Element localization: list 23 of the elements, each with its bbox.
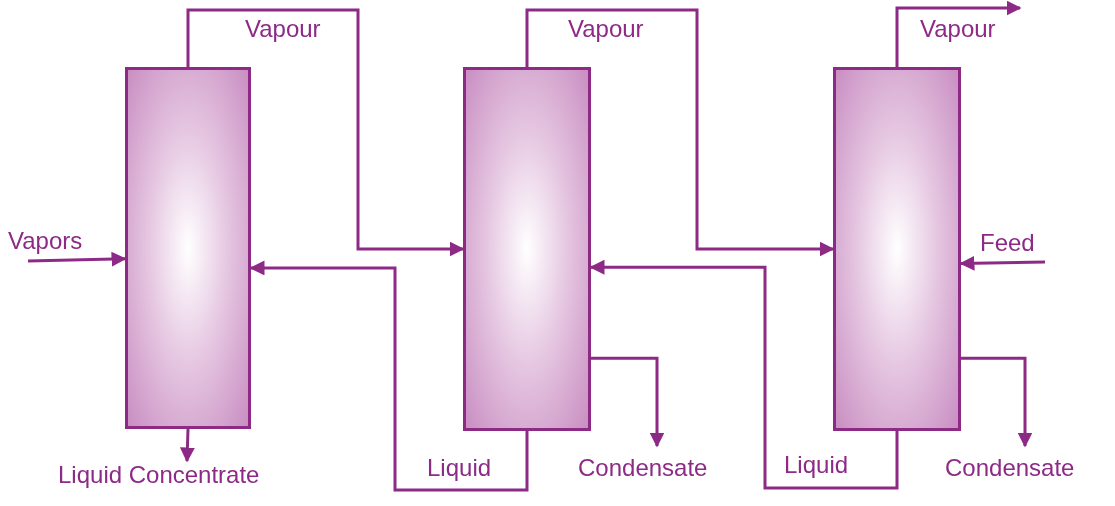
flow-arrow: [895, 0, 1022, 67]
edge-label: Vapors: [8, 229, 83, 253]
edge-label: Vapour: [245, 17, 321, 41]
flow-arrow: [249, 260, 529, 492]
edge-label: Feed: [980, 231, 1035, 255]
evaporator-vessel: [463, 67, 591, 431]
flow-arrow: [961, 356, 1033, 448]
edge-label: Condensate: [578, 456, 708, 480]
edge-label: Vapour: [568, 17, 644, 41]
edge-label: Liquid: [784, 453, 849, 477]
edge-label: Liquid Concentrate: [58, 463, 260, 487]
edge-label: Vapour: [920, 17, 996, 41]
evaporator-vessel: [125, 67, 251, 429]
evaporator-vessel: [833, 67, 961, 431]
flow-arrow: [27, 251, 127, 267]
flow-arrow: [179, 428, 195, 463]
flow-arrow: [186, 8, 465, 257]
flow-arrow: [525, 8, 835, 257]
flow-arrow: [589, 259, 899, 490]
edge-label: Liquid: [427, 456, 492, 480]
flow-arrow: [959, 255, 1046, 271]
flow-arrow: [591, 356, 665, 448]
edge-label: Condensate: [945, 456, 1075, 480]
